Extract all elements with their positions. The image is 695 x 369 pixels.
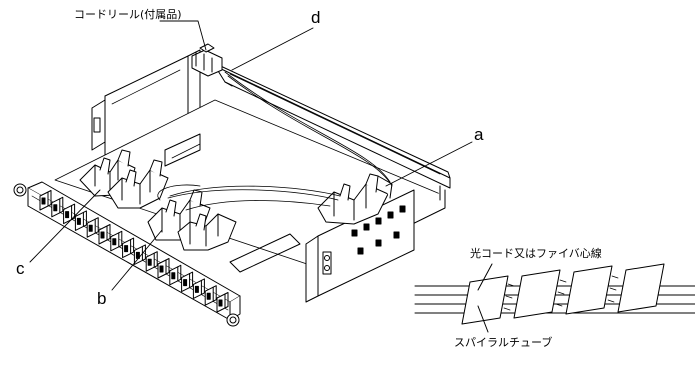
adapter-2	[51, 196, 64, 218]
adapter-11	[157, 258, 170, 279]
label-c: c	[16, 259, 25, 278]
adapter-4	[74, 210, 87, 231]
spiral-tube-detail	[414, 263, 695, 333]
adapter-3	[63, 203, 76, 225]
label-a: a	[474, 125, 484, 144]
label-fiber-cord: 光コード又はファイバ心線	[470, 247, 602, 260]
leader-lines	[29, 20, 473, 291]
adapter-13	[181, 271, 194, 293]
label-d: d	[311, 8, 321, 27]
fiber-routing	[157, 71, 393, 211]
adapter-9	[133, 244, 146, 265]
adapter-6	[98, 224, 111, 245]
adapter-14	[192, 278, 205, 299]
adapter-8	[122, 237, 135, 259]
adapter-1	[39, 190, 52, 211]
adapter-15	[204, 285, 217, 306]
holder-right-front	[177, 213, 237, 251]
adapter-7	[110, 230, 123, 252]
label-b: b	[97, 289, 107, 308]
label-spiral-tube: スパイラルチューブ	[454, 336, 553, 349]
label-cord-reel: コードリール(付属品)	[74, 8, 182, 21]
adapter-12	[169, 264, 182, 286]
adapter-row	[39, 190, 229, 313]
adapter-10	[145, 251, 158, 272]
holder-rear-right	[317, 173, 393, 225]
adapter-16	[216, 292, 229, 313]
cord-reel-part	[191, 43, 223, 77]
adapter-5	[86, 217, 99, 238]
holder-left-back-2	[107, 159, 169, 209]
